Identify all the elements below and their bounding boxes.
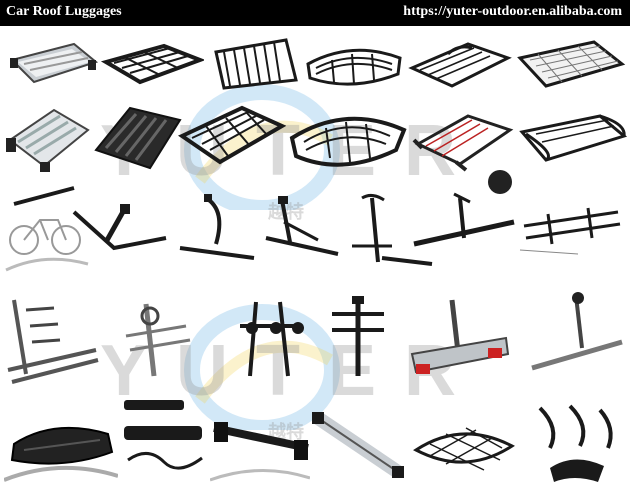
upright-bike-rack-image bbox=[66, 196, 172, 268]
curved-roof-basket-image bbox=[302, 34, 406, 94]
deep-roof-basket-image bbox=[516, 104, 628, 174]
tow-ball-bike-carrier-image bbox=[2, 290, 100, 390]
hitch-cargo-carrier-image bbox=[410, 104, 514, 174]
ski-carrier-image bbox=[310, 410, 406, 484]
ratchet-straps-image bbox=[520, 398, 628, 484]
aluminum-roof-rack-image bbox=[4, 32, 100, 94]
roof-basket-with-fairing-image bbox=[408, 34, 512, 94]
aluminum-roof-tray-image bbox=[4, 100, 90, 174]
frame-mount-bike-rack-image bbox=[262, 192, 342, 268]
rooftop-cargo-bag-image bbox=[4, 410, 118, 484]
hitch-bike-mount-image bbox=[342, 192, 436, 274]
website-url[interactable]: https://yuter-outdoor.en.alibaba.com bbox=[403, 4, 622, 19]
soft-roof-pads-image bbox=[118, 396, 210, 484]
oval-roof-basket-image bbox=[286, 104, 408, 174]
platform-roof-rack-image bbox=[90, 100, 184, 174]
mesh-cargo-tray-image bbox=[514, 34, 626, 94]
lockable-bike-rack-image bbox=[410, 168, 520, 260]
hitch-mount-bike-rack-image bbox=[318, 292, 398, 384]
folding-bike-arm-image bbox=[518, 288, 628, 384]
steel-cargo-basket-image bbox=[100, 32, 204, 94]
roof-bike-carrier-on-car-image bbox=[4, 180, 90, 276]
fork-mount-bike-rack-image bbox=[176, 190, 258, 266]
trunk-bike-rack-image bbox=[222, 296, 314, 384]
header-bar: Car Roof Luggages https://yuter-outdoor.… bbox=[0, 0, 630, 26]
platform-bike-carrier-image bbox=[402, 292, 514, 388]
rear-bike-carrier-image bbox=[106, 296, 202, 384]
roof-crossbar-image bbox=[210, 408, 310, 484]
page-title: Car Roof Luggages bbox=[6, 4, 122, 19]
cargo-net-image bbox=[406, 410, 520, 484]
hitch-platform-diagram-image bbox=[518, 196, 628, 258]
wire-cargo-basket-image bbox=[206, 32, 300, 94]
extended-roof-basket-image bbox=[176, 100, 286, 174]
